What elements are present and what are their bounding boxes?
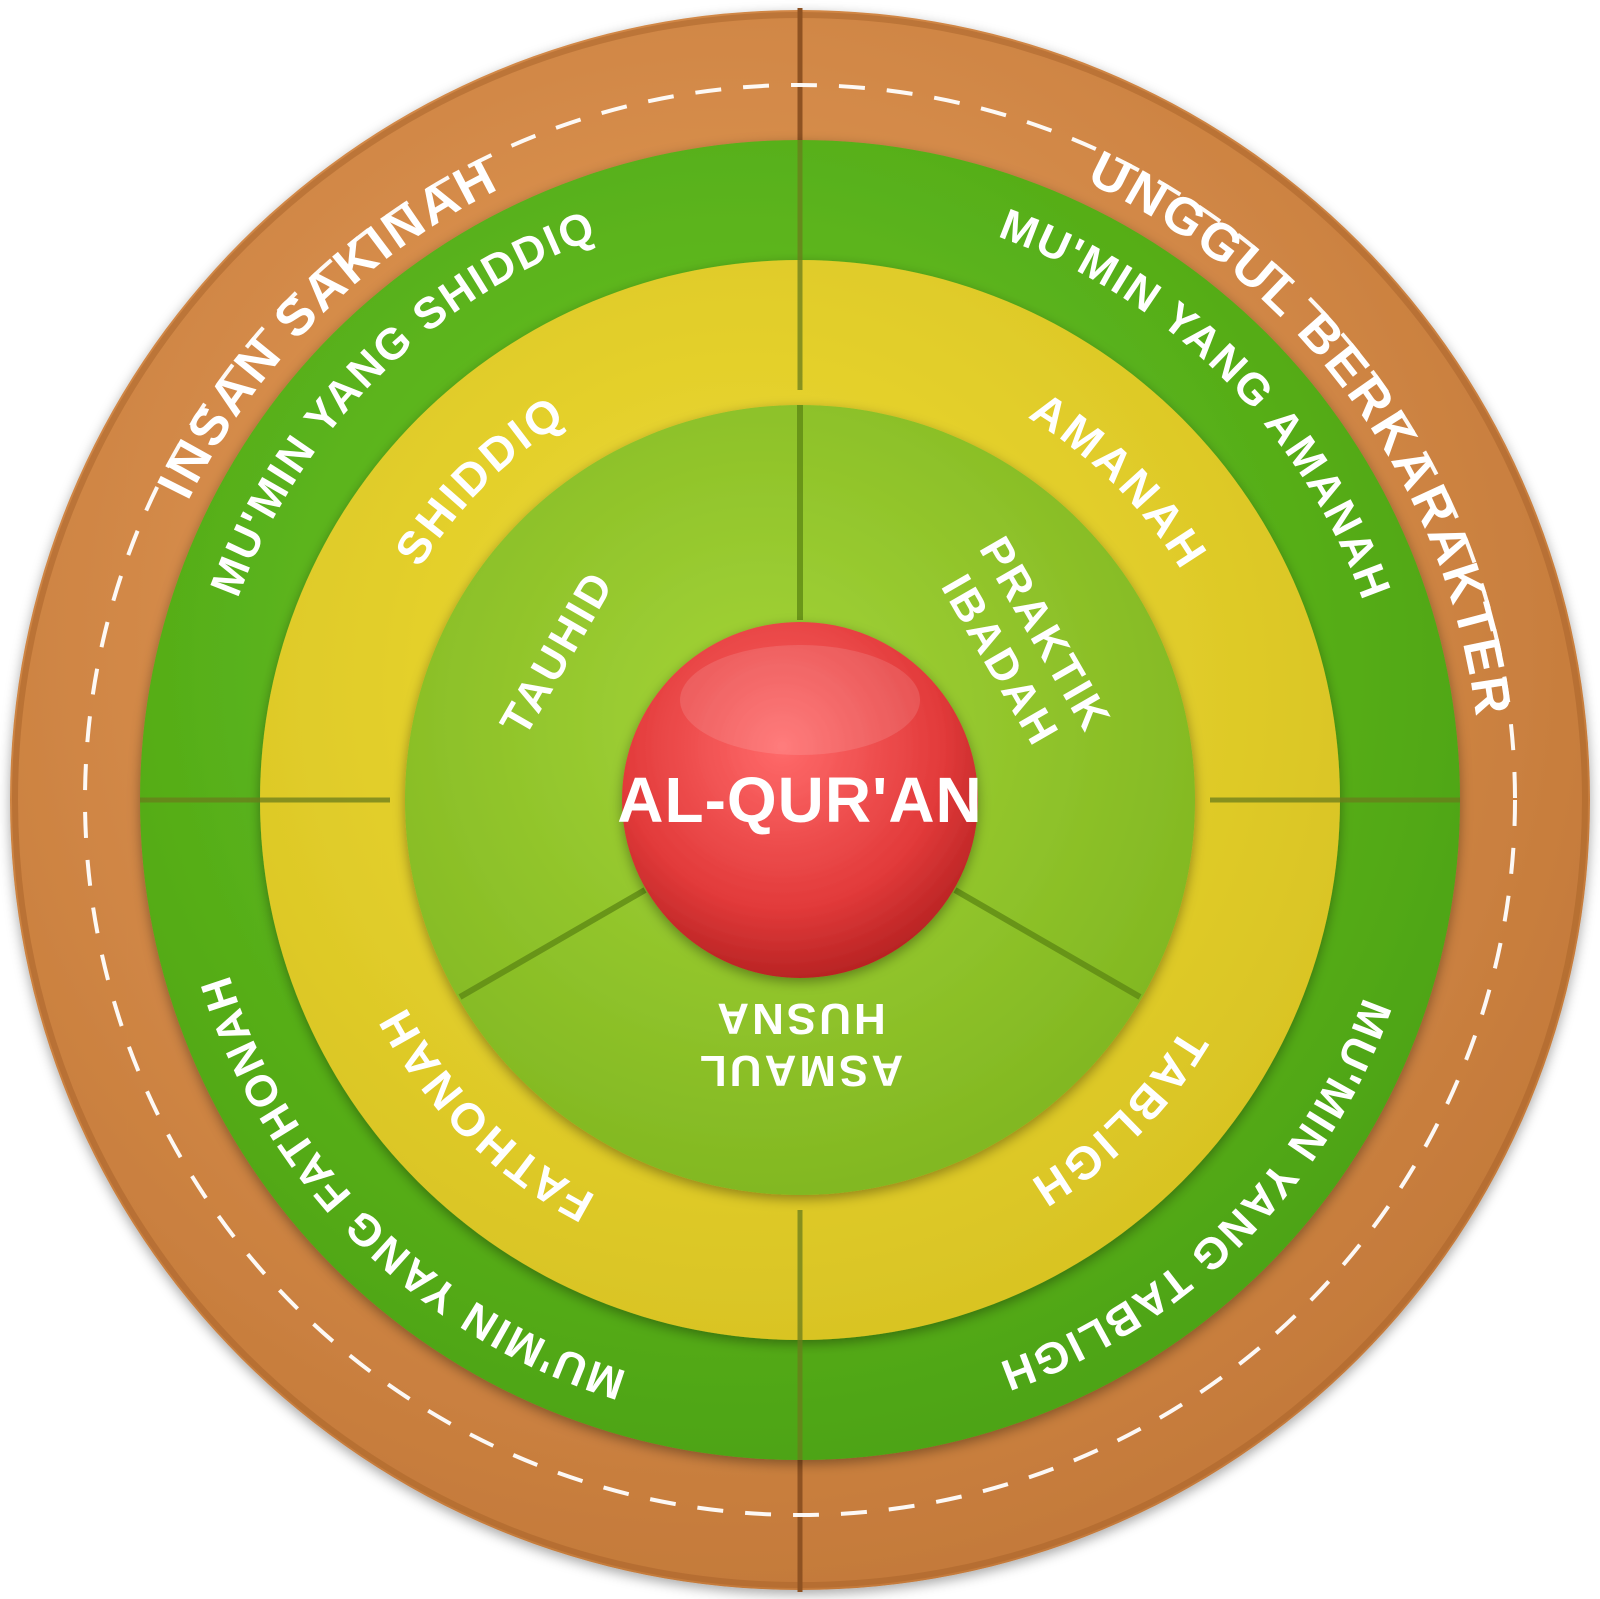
- center-circle: [622, 622, 978, 978]
- inner-label-asmaul-husna: ASMAUL HUSNA: [697, 994, 903, 1095]
- inner-label-husna: HUSNA: [714, 994, 885, 1043]
- outer-dashed-line: [83, 83, 1517, 1517]
- quadrant-dividers: [140, 140, 1460, 1460]
- inner-dividers: [458, 405, 1142, 1000]
- center-label: AL-QUR'AN: [617, 764, 983, 836]
- inner-label-asmaul: ASMAUL: [697, 1046, 903, 1095]
